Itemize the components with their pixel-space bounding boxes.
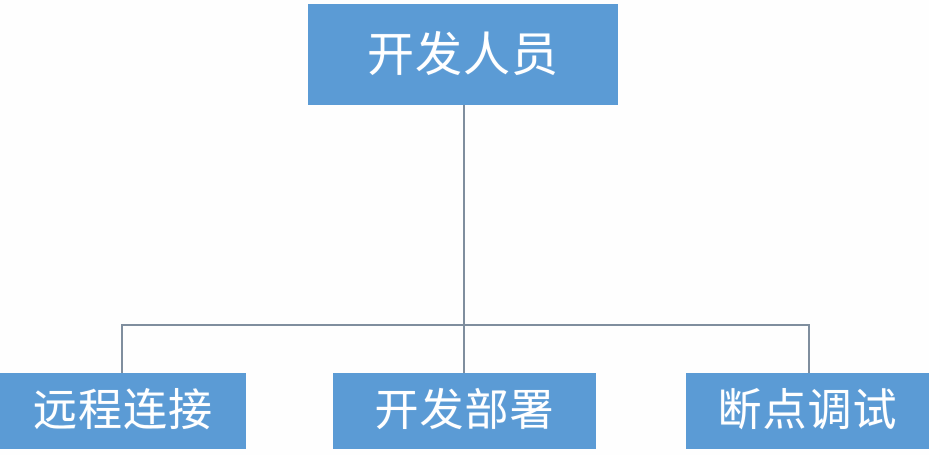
connector-drop-breakpoint-debug xyxy=(808,324,810,373)
connector-horizontal-bus xyxy=(121,324,810,326)
connector-drop-remote-connection xyxy=(121,324,123,373)
node-remote-connection-label: 远程连接 xyxy=(33,386,213,435)
node-developer[interactable]: 开发人员 xyxy=(308,4,618,105)
node-remote-connection[interactable]: 远程连接 xyxy=(0,373,246,449)
node-dev-deployment[interactable]: 开发部署 xyxy=(333,373,596,449)
connector-root-trunk xyxy=(463,105,465,326)
connector-drop-dev-deployment xyxy=(463,324,465,373)
node-developer-label: 开发人员 xyxy=(367,28,559,81)
node-dev-deployment-label: 开发部署 xyxy=(374,386,555,435)
node-breakpoint-debug[interactable]: 断点调试 xyxy=(686,373,929,449)
node-breakpoint-debug-label: 断点调试 xyxy=(717,386,898,435)
